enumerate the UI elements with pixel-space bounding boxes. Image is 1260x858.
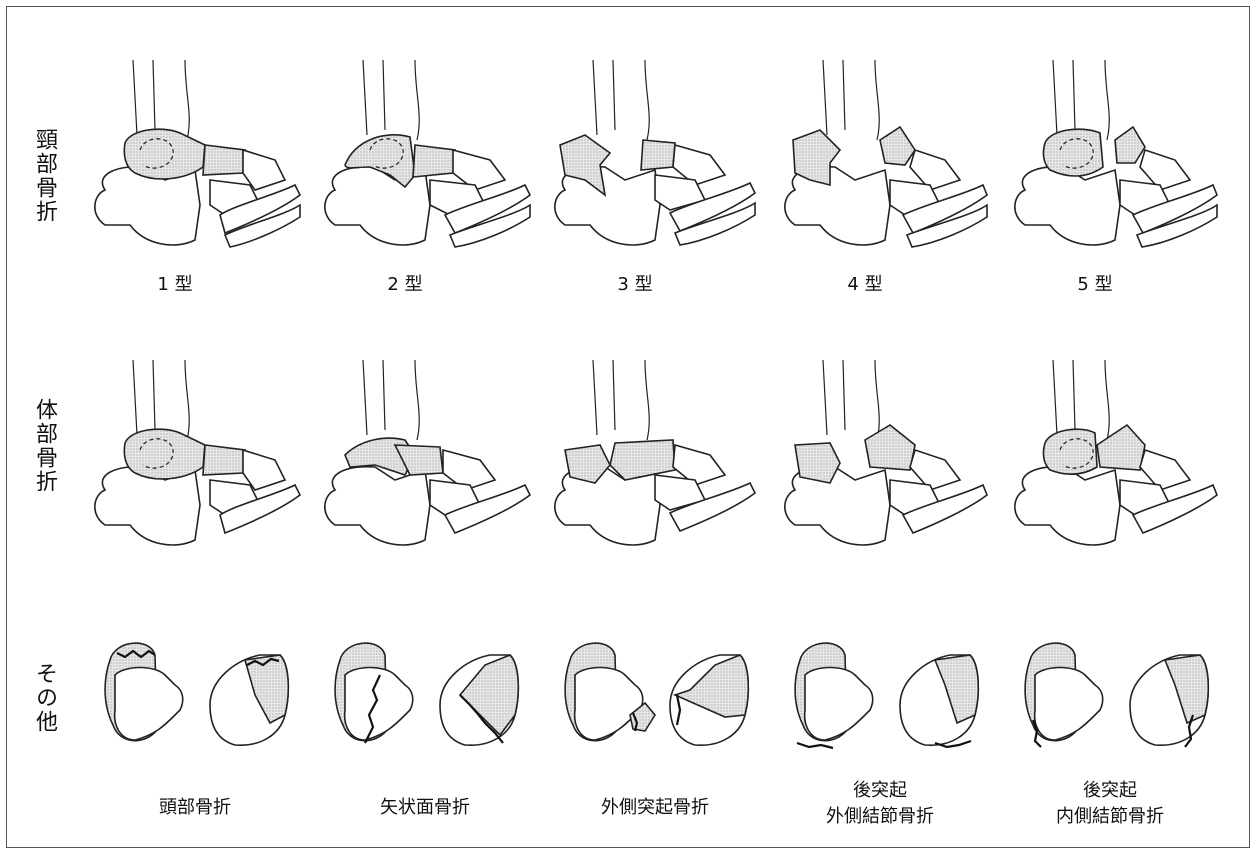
caption-line: 外側突起骨折 bbox=[545, 795, 765, 821]
diagram-body-1 bbox=[85, 355, 305, 560]
diagram-other-sagittal bbox=[325, 635, 535, 765]
diagram-neck-type5 bbox=[1005, 55, 1225, 260]
diagram-neck-type2 bbox=[315, 55, 535, 260]
caption-neck-type3: 3 型 bbox=[525, 272, 745, 298]
caption-neck-type1: 1 型 bbox=[65, 272, 285, 298]
row-label-other: その他 bbox=[30, 662, 60, 734]
diagram-other-posterior-medial bbox=[1015, 635, 1225, 765]
diagram-other-head bbox=[95, 635, 305, 765]
caption-line-2: 外側結節骨折 bbox=[770, 804, 990, 830]
caption-line-1: 後突起 bbox=[1000, 778, 1220, 804]
row-label-body-fracture: 体部骨折 bbox=[30, 398, 60, 494]
caption-other-sagittal-fracture: 矢状面骨折 bbox=[315, 795, 535, 821]
diagram-other-posterior-lateral bbox=[785, 635, 995, 765]
diagram-body-3 bbox=[545, 355, 765, 560]
diagram-body-5 bbox=[1005, 355, 1225, 560]
caption-line: 頭部骨折 bbox=[85, 795, 305, 821]
diagram-body-4 bbox=[775, 355, 995, 560]
diagram-other-lateral-process bbox=[555, 635, 765, 765]
caption-other-head-fracture: 頭部骨折 bbox=[85, 795, 305, 821]
caption-line-1: 後突起 bbox=[770, 778, 990, 804]
caption-line: 矢状面骨折 bbox=[315, 795, 535, 821]
diagram-neck-type4 bbox=[775, 55, 995, 260]
caption-line-2: 内側結節骨折 bbox=[1000, 804, 1220, 830]
caption-other-posterior-medial-tubercle: 後突起 内側結節骨折 bbox=[1000, 778, 1220, 830]
diagram-neck-type1 bbox=[85, 55, 305, 260]
row-label-neck-fracture: 頸部骨折 bbox=[30, 128, 60, 224]
caption-neck-type2: 2 型 bbox=[295, 272, 515, 298]
caption-other-lateral-process-fracture: 外側突起骨折 bbox=[545, 795, 765, 821]
diagram-body-2 bbox=[315, 355, 535, 560]
caption-other-posterior-lateral-tubercle: 後突起 外側結節骨折 bbox=[770, 778, 990, 830]
diagram-neck-type3 bbox=[545, 55, 765, 260]
caption-neck-type4: 4 型 bbox=[755, 272, 975, 298]
caption-neck-type5: 5 型 bbox=[985, 272, 1205, 298]
